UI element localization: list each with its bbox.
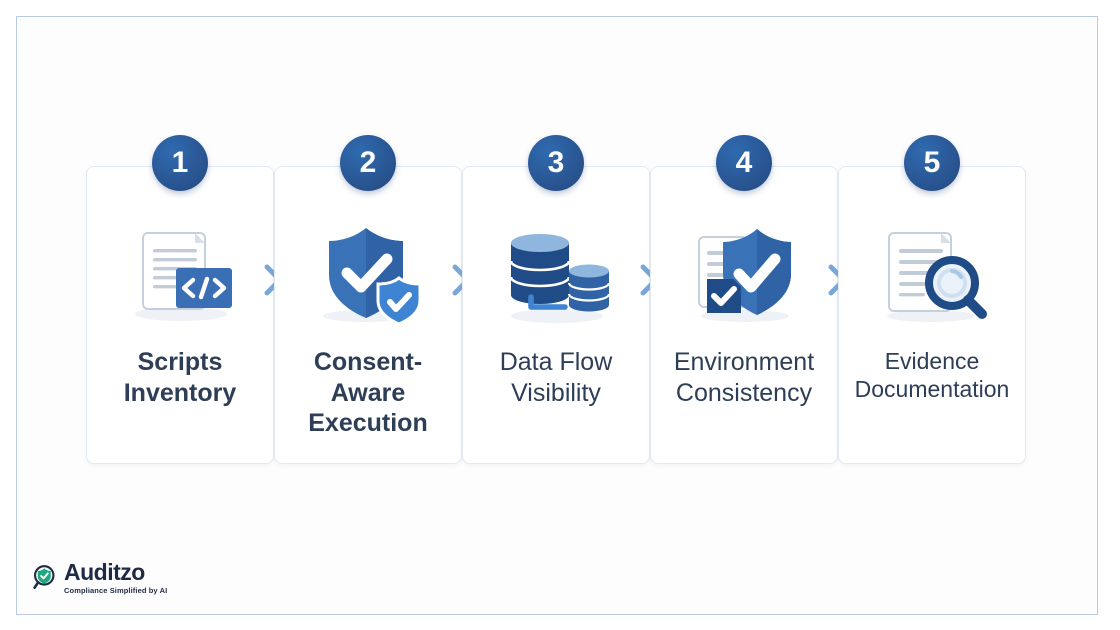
step-title-3: Data Flow Visibility	[468, 347, 644, 408]
step-number-badge-5: 5	[904, 135, 960, 191]
step-title-4: Environment Consistency	[656, 347, 832, 408]
document-magnifier-icon	[867, 217, 997, 329]
step-number-badge-1: 1	[152, 135, 208, 191]
step-card-1[interactable]: 1	[86, 135, 274, 464]
step-number-badge-2: 2	[340, 135, 396, 191]
process-steps: 1	[86, 135, 1026, 464]
step-card-5[interactable]: 5	[838, 135, 1026, 464]
step-title-2-line-3: Execution	[308, 409, 428, 437]
step-title-1-line-2: Inventory	[123, 378, 237, 407]
step-card-4[interactable]: 4	[650, 135, 838, 464]
step-title-5-line-2: Documentation	[854, 376, 1010, 403]
shield-check-magnifier-icon	[33, 564, 55, 589]
step-title-5: Evidence Documentation	[844, 347, 1020, 403]
document-shield-check-icon	[679, 217, 809, 329]
brand-name: Auditzo	[64, 559, 145, 585]
database-stack-icon	[491, 217, 621, 329]
brand-logo: Auditzo Compliance Simplified by AI	[32, 561, 167, 595]
step-title-3-line-1: Data Flow	[499, 348, 613, 376]
step-title-2-line-1: Consent-	[313, 348, 423, 376]
brand-tagline: Compliance Simplified by AI	[64, 586, 168, 595]
shield-check-icon	[303, 217, 433, 329]
logo-text: Auditzo Compliance Simplified by AI	[64, 561, 167, 595]
step-title-1-line-1: Scripts	[137, 348, 223, 376]
step-title-1: Scripts Inventory	[92, 347, 268, 408]
step-title-2: Consent- Aware Execution	[280, 347, 456, 439]
step-card-2[interactable]: 2 Consent- Aware Execution	[274, 135, 462, 464]
step-title-3-line-2: Visibility	[511, 378, 601, 407]
step-title-4-line-1: Environment	[673, 348, 815, 376]
document-code-icon	[115, 217, 245, 329]
step-title-4-line-2: Consistency	[675, 378, 813, 407]
step-title-2-line-2: Aware	[330, 378, 406, 407]
step-number-badge-3: 3	[528, 135, 584, 191]
step-title-5-line-1: Evidence	[884, 348, 980, 374]
step-card-3[interactable]: 3	[462, 135, 650, 464]
step-number-badge-4: 4	[716, 135, 772, 191]
